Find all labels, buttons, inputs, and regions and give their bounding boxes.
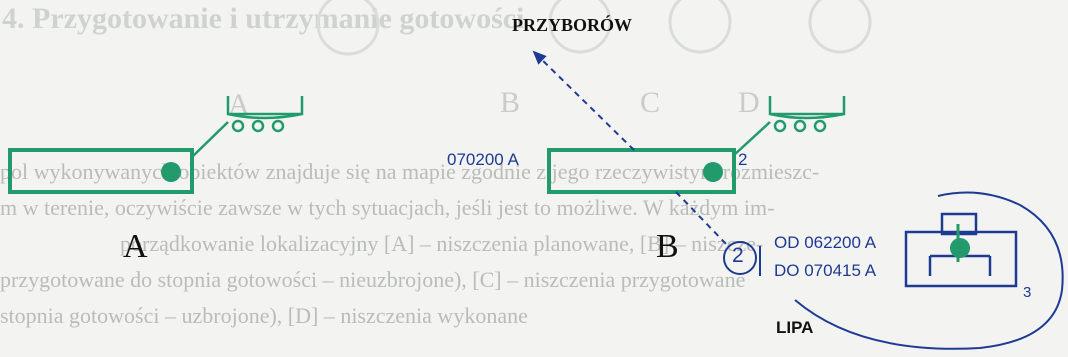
symbol-b-tracked-vehicle-icon	[768, 96, 846, 133]
symbol-b	[547, 96, 846, 194]
arrow-target-label: PRZYBORÓW	[512, 15, 633, 35]
location-label: LIPA	[776, 318, 814, 337]
symbol-a-tracked-vehicle-icon	[226, 96, 304, 133]
label-a: A	[123, 228, 148, 265]
code-b-label: 070200 A	[447, 150, 519, 169]
background-body-line: porządkowanie lokalizacyjny [A] – niszcz…	[120, 231, 764, 256]
number-b-label: 2	[738, 150, 748, 169]
dashed-arrow	[532, 50, 635, 151]
symbol-a-connector	[191, 121, 229, 158]
background-letter-c: C	[640, 86, 661, 119]
symbol-3-dot	[950, 238, 970, 258]
background-body-line: stopnia gotowości – uzbrojone), [D] – ni…	[0, 303, 528, 328]
symbol-b-connector	[733, 121, 771, 156]
number-3-label: 3	[1023, 284, 1032, 301]
background-body-line: m w terenie, oczywiście zawsze w tych sy…	[0, 195, 775, 220]
background-circles	[316, 0, 872, 56]
area-outline-curve	[794, 191, 1064, 350]
background-letter-b: B	[500, 86, 521, 119]
symbol-3-outer-box	[904, 230, 1018, 288]
dashed-leader-line	[675, 191, 729, 247]
circled-number-outline	[723, 241, 757, 275]
background-body-line: przygotowane do stopnia gotowości – nieu…	[0, 267, 746, 292]
date-from-label: OD 062200 A	[774, 233, 877, 252]
symbol-a	[8, 96, 304, 194]
symbol-a-dot	[161, 162, 181, 182]
date-to-label: DO 070415 A	[774, 261, 877, 280]
symbol-a-rectangle	[8, 148, 194, 194]
background-letter-d: D	[738, 86, 760, 119]
symbol-3	[904, 212, 1018, 288]
background-heading: 4. Przygotowanie i utrzymanie gotowości	[2, 2, 525, 35]
symbol-b-rectangle	[547, 148, 736, 194]
circled-number: 2	[732, 244, 744, 267]
symbol-b-dot	[703, 162, 723, 182]
label-b: B	[656, 228, 679, 265]
background-body-line: pol wykonywanych obiektów znajduje się n…	[0, 159, 820, 184]
